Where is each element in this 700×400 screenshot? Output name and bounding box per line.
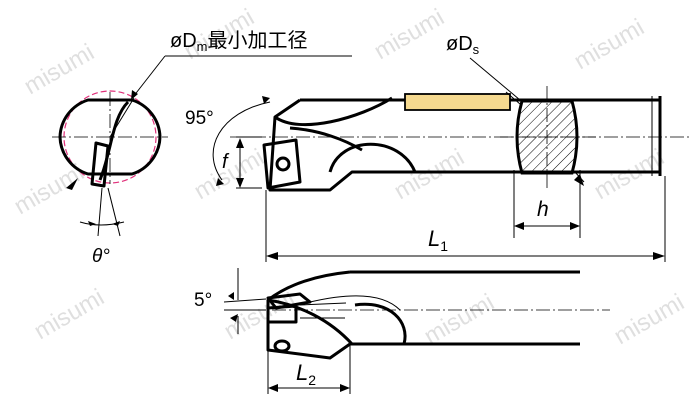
end-view: θ° <box>52 90 168 267</box>
theta-leader-right <box>107 187 121 237</box>
l2-arrow-right <box>340 384 350 392</box>
l2-arrow-left <box>268 384 278 392</box>
head-chip-curve <box>289 126 363 152</box>
dm-label: øDm最小加工径 <box>170 29 308 54</box>
dm-leader <box>132 55 166 98</box>
coolant-slot <box>404 93 511 111</box>
f-label: f <box>222 151 230 173</box>
cutting-insert <box>262 138 302 190</box>
top-view-flank-lines <box>299 295 401 319</box>
ds-label: øDs <box>446 33 480 57</box>
theta-label: θ° <box>92 246 110 267</box>
f-arrow-top <box>236 138 244 148</box>
f-arrow-bottom <box>236 178 244 188</box>
ds-leader <box>505 91 521 105</box>
ds-label-leader <box>469 57 521 101</box>
top-view-relief-arc <box>354 302 407 345</box>
head-flute-curve <box>274 96 393 127</box>
top-view-coolant-hole <box>273 339 291 353</box>
end-view-head-curve <box>98 100 130 181</box>
theta-arrow-right <box>112 221 120 226</box>
angle-5-label: 5° <box>194 290 212 311</box>
end-view-radial-line <box>109 97 135 138</box>
l2-label: L2 <box>296 360 316 388</box>
theta-arc <box>79 221 125 226</box>
min-diameter-label: øDm最小加工径 <box>131 29 352 100</box>
l1-arrow-right <box>653 252 665 260</box>
dm-leader-arrow <box>131 90 138 100</box>
svg-text:misumi: misumi <box>610 289 689 350</box>
svg-text:misumi: misumi <box>20 39 99 100</box>
angle-5-arrow-bottom <box>230 314 238 322</box>
top-view: 5° L2 <box>194 268 610 394</box>
h-arrow-left <box>514 222 524 230</box>
side-view: 95° f <box>185 93 690 262</box>
end-view-arrow <box>66 178 78 190</box>
angle-95-arrow-bottom <box>216 178 224 186</box>
svg-text:misumi: misumi <box>190 144 269 205</box>
svg-text:misumi: misumi <box>570 14 649 75</box>
h-label: h <box>537 198 549 221</box>
angle-95-label: 95° <box>185 108 214 129</box>
angle-5-line-top <box>223 298 267 303</box>
end-view-insert-pocket <box>90 141 110 188</box>
head-relief-arc <box>328 142 417 173</box>
l1-dimension: L1 <box>266 226 665 260</box>
theta-leader-left <box>97 187 103 237</box>
h-arrow-right <box>570 222 580 230</box>
top-view-head-curve <box>267 298 354 346</box>
svg-text:misumi: misumi <box>590 144 669 205</box>
svg-text:misumi: misumi <box>420 289 499 350</box>
head-outline <box>268 98 390 192</box>
angle-95-arc <box>212 101 271 181</box>
insert-screw-hole <box>275 156 291 172</box>
ds-arrow <box>574 174 584 186</box>
l1-label: L1 <box>428 226 448 254</box>
theta-arrow-left <box>88 221 96 226</box>
svg-text:misumi: misumi <box>30 284 109 345</box>
svg-text:misumi: misumi <box>220 284 299 345</box>
angle-5-arrow-top <box>228 292 234 300</box>
shank-section: øDs h <box>446 33 596 238</box>
top-view-insert-body <box>266 304 298 324</box>
end-view-shank-outline <box>58 98 162 176</box>
angle-95-arrow-top <box>262 96 270 104</box>
l1-arrow-left <box>266 252 278 260</box>
svg-text:misumi: misumi <box>370 4 449 65</box>
top-view-head-outline <box>266 270 351 360</box>
